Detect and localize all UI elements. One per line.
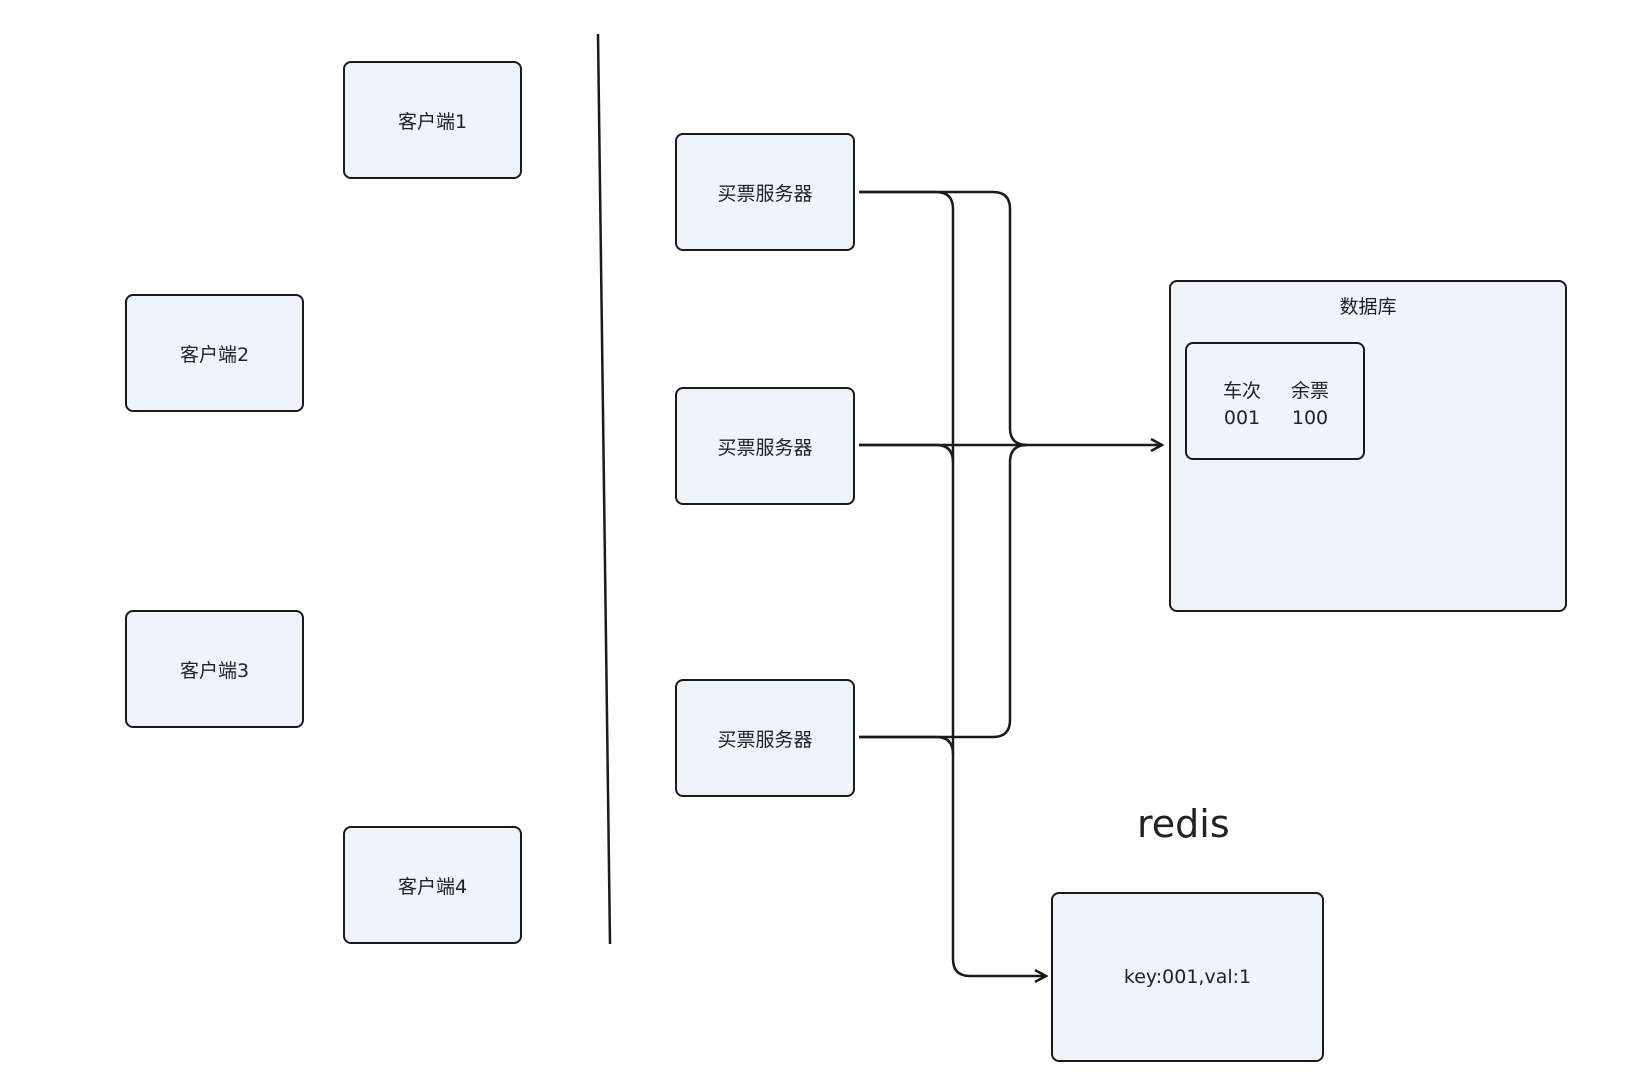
edge-server2-redis xyxy=(859,443,955,463)
server-label: 买票服务器 xyxy=(717,436,813,459)
client-node-4[interactable]: 客户端4 xyxy=(343,826,522,944)
redis-node[interactable]: key:001,val:1 xyxy=(1051,892,1324,1062)
client-node-3[interactable]: 客户端3 xyxy=(125,610,304,728)
edge-server1-redis xyxy=(859,190,1046,976)
table-header-train: 车次 xyxy=(1222,380,1261,402)
table-header-remaining: 余票 xyxy=(1290,380,1329,402)
ticket-server-node-2[interactable]: 买票服务器 xyxy=(675,387,855,505)
ticket-server-node-3[interactable]: 买票服务器 xyxy=(675,679,855,797)
ticket-server-node-1[interactable]: 买票服务器 xyxy=(675,133,855,251)
table-cell-remaining: 100 xyxy=(1291,407,1329,429)
redis-content: key:001,val:1 xyxy=(1123,966,1252,988)
edge-server1-database xyxy=(859,190,1028,447)
ticket-table[interactable]: 车次 余票 001 100 xyxy=(1185,342,1365,460)
client-node-2[interactable]: 客户端2 xyxy=(125,294,304,412)
edge-server3-database xyxy=(859,443,1028,739)
table-cell-train: 001 xyxy=(1223,407,1261,429)
client-label: 客户端3 xyxy=(179,659,250,682)
divider-line xyxy=(596,33,612,945)
client-label: 客户端1 xyxy=(397,110,468,133)
edge-server3-redis xyxy=(859,735,955,755)
server-label: 买票服务器 xyxy=(717,728,813,751)
client-node-1[interactable]: 客户端1 xyxy=(343,61,522,179)
client-label: 客户端4 xyxy=(397,875,468,898)
redis-label: redis xyxy=(1137,802,1230,846)
server-label: 买票服务器 xyxy=(717,182,813,205)
client-label: 客户端2 xyxy=(179,343,250,366)
database-node[interactable]: 数据库 车次 余票 001 100 xyxy=(1169,280,1567,612)
database-title: 数据库 xyxy=(1339,296,1397,318)
